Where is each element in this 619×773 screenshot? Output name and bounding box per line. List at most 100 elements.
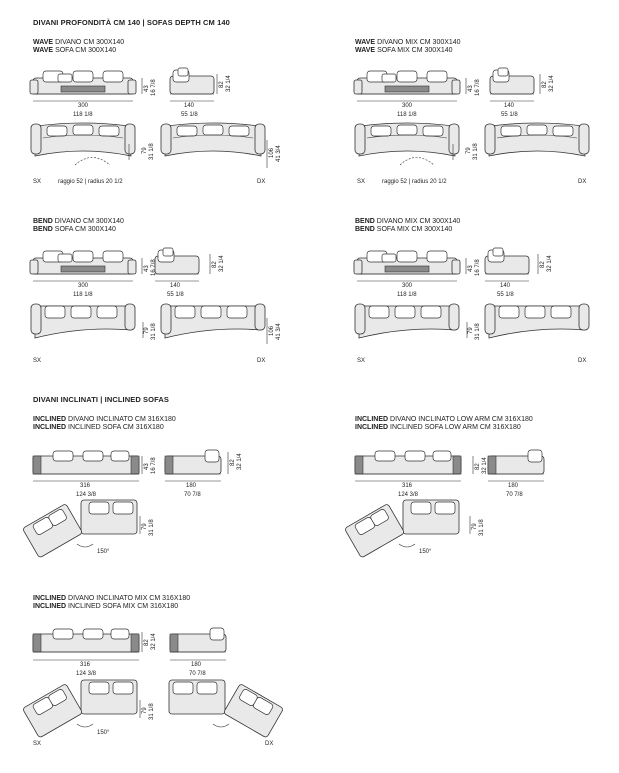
wave-mix-front-elevation	[353, 70, 461, 95]
wave-radius: raggio 52 | radius 20 1/2	[58, 179, 123, 185]
inclined-mix-dx: DX	[265, 741, 273, 747]
bend-plan-depth-in: 31 1/8	[151, 323, 157, 340]
bend-mix-title-line2: BEND SOFA MIX CM 300X140	[355, 226, 453, 233]
wave-plan-depth-in: 31 1/8	[149, 143, 155, 160]
wave-sx: SX	[33, 179, 41, 185]
wave-mix-radius: raggio 52 | radius 20 1/2	[382, 179, 447, 185]
wave-mix-depth-in: 55 1/8	[501, 112, 518, 118]
inclined-mix-plan-depth-in: 31 1/8	[149, 703, 155, 720]
wave-mix-depth: 140	[504, 103, 515, 109]
inclined-angle: 150°	[97, 549, 110, 555]
inclined-mix-plan-depth: 79	[142, 707, 148, 714]
bend-plan-view-dx	[160, 303, 266, 339]
bend-mix-seat-height: 43	[468, 265, 474, 272]
wave-mix-width: 300	[402, 103, 413, 109]
inclined-seat-height-in: 16 7/8	[151, 457, 157, 474]
section-title-inclined: DIVANI INCLINATI | INCLINED SOFAS	[33, 395, 169, 404]
bend-title-line1: BEND DIVANO CM 300X140	[33, 218, 124, 225]
inclined-width: 316	[80, 483, 91, 489]
inclined-plan-depth-in: 31 1/8	[149, 519, 155, 536]
inclined-mix-front-elevation	[32, 628, 140, 653]
wave-front-elevation	[29, 70, 137, 95]
bend-back-height-in: 32 1/4	[219, 255, 225, 272]
inclined-mix-title-line1: INCLINED DIVANO INCLINATO MIX CM 316X180	[33, 595, 191, 602]
bend-mix-side-elevation	[484, 247, 530, 275]
wave-depth: 140	[184, 103, 195, 109]
wave-width-in: 118 1/8	[73, 112, 93, 118]
bend-plan-depth2-in: 41 3/4	[276, 323, 282, 340]
wave-mix-radius-arc	[399, 157, 435, 166]
wave-mix-back-height: 82	[542, 81, 548, 88]
inclined-low-side-elevation	[487, 449, 545, 475]
wave-plan-depth2: 106	[269, 147, 275, 158]
wave-radius-arc	[74, 157, 111, 166]
bend-dx: DX	[257, 358, 265, 364]
wave-plan-depth2-in: 41 3/4	[276, 145, 282, 162]
inclined-low-depth: 180	[508, 483, 519, 489]
inclined-title-line1: INCLINED DIVANO INCLINATO CM 316X180	[33, 416, 176, 423]
bend-mix-back-height: 82	[540, 261, 546, 268]
bend-mix-width: 300	[402, 283, 413, 289]
bend-back-height: 82	[212, 261, 218, 268]
bend-mix-sx: SX	[357, 358, 365, 364]
bend-mix-back-height-in: 32 1/4	[547, 255, 553, 272]
inclined-depth-in: 70 7/8	[184, 492, 201, 498]
inclined-mix-plan-view	[21, 679, 138, 739]
inclined-mix-depth: 180	[191, 662, 202, 668]
bend-mix-depth-in: 55 1/8	[497, 292, 514, 298]
inclined-mix-side-elevation	[169, 627, 227, 653]
bend-mix-plan-view	[354, 303, 460, 339]
wave-mix-sx: SX	[357, 179, 365, 185]
wave-mix-plan-depth: 79	[466, 147, 472, 154]
wave-plan-depth: 79	[142, 147, 148, 154]
bend-seat-height-in: 16 7/8	[151, 259, 157, 276]
wave-mix-title-line2: WAVE SOFA MIX CM 300X140	[355, 47, 453, 54]
bend-plan-view	[30, 303, 136, 339]
wave-depth-in: 55 1/8	[181, 112, 198, 118]
inclined-front-elevation	[32, 450, 140, 475]
bend-depth-in: 55 1/8	[167, 292, 184, 298]
wave-seat-height: 43	[144, 85, 150, 92]
inclined-depth: 180	[186, 483, 197, 489]
wave-mix-side-elevation	[489, 67, 535, 95]
inclined-low-width: 316	[402, 483, 413, 489]
inclined-low-title-line2: INCLINED INCLINED SOFA LOW ARM CM 316X18…	[355, 424, 521, 431]
inclined-side-elevation	[164, 449, 222, 475]
inclined-low-back-height: 82	[475, 463, 481, 470]
wave-back-height-in: 32 1/4	[226, 75, 232, 92]
wave-mix-seat-height-in: 16 7/8	[475, 79, 481, 96]
wave-mix-plan-view-dx	[484, 122, 590, 157]
inclined-mix-width: 316	[80, 662, 91, 668]
bend-seat-height: 43	[144, 265, 150, 272]
bend-mix-width-in: 118 1/8	[397, 292, 417, 298]
bend-mix-dx: DX	[578, 358, 586, 364]
inclined-back-height: 82	[230, 459, 236, 466]
inclined-plan-view	[21, 499, 138, 559]
bend-front-elevation	[29, 250, 137, 275]
bend-side-elevation	[154, 247, 200, 275]
bend-mix-front-elevation	[353, 250, 461, 275]
wave-plan-view-dx	[160, 122, 266, 157]
wave-seat-height-in: 16 7/8	[151, 79, 157, 96]
inclined-mix-back-height: 82	[144, 639, 150, 646]
inclined-mix-width-in: 124 3/8	[76, 671, 97, 677]
wave-title-line1: WAVE DIVANO CM 300X140	[33, 39, 125, 46]
page-title: DIVANI PROFONDITÀ CM 140 | SOFAS DEPTH C…	[33, 18, 230, 27]
bend-mix-plan-depth: 79	[468, 327, 474, 334]
bend-width: 300	[78, 283, 89, 289]
bend-depth: 140	[170, 283, 181, 289]
inclined-plan-depth: 79	[142, 523, 148, 530]
bend-plan-depth: 79	[144, 327, 150, 334]
wave-mix-title-line1: WAVE DIVANO MIX CM 300X140	[355, 39, 461, 46]
inclined-low-plan-depth-in: 31 1/8	[479, 519, 485, 536]
inclined-seat-height: 43	[144, 463, 150, 470]
wave-mix-plan-depth-in: 31 1/8	[473, 143, 479, 160]
wave-plan-view	[30, 122, 136, 157]
inclined-low-plan-depth: 79	[472, 523, 478, 530]
wave-mix-back-height-in: 32 1/4	[549, 75, 555, 92]
inclined-title-line2: INCLINED INCLINED SOFA CM 316X180	[33, 424, 164, 431]
inclined-low-width-in: 124 3/8	[398, 492, 419, 498]
bend-mix-plan-view-dx	[484, 303, 590, 339]
bend-mix-title-line1: BEND DIVANO MIX CM 300X140	[355, 218, 461, 225]
